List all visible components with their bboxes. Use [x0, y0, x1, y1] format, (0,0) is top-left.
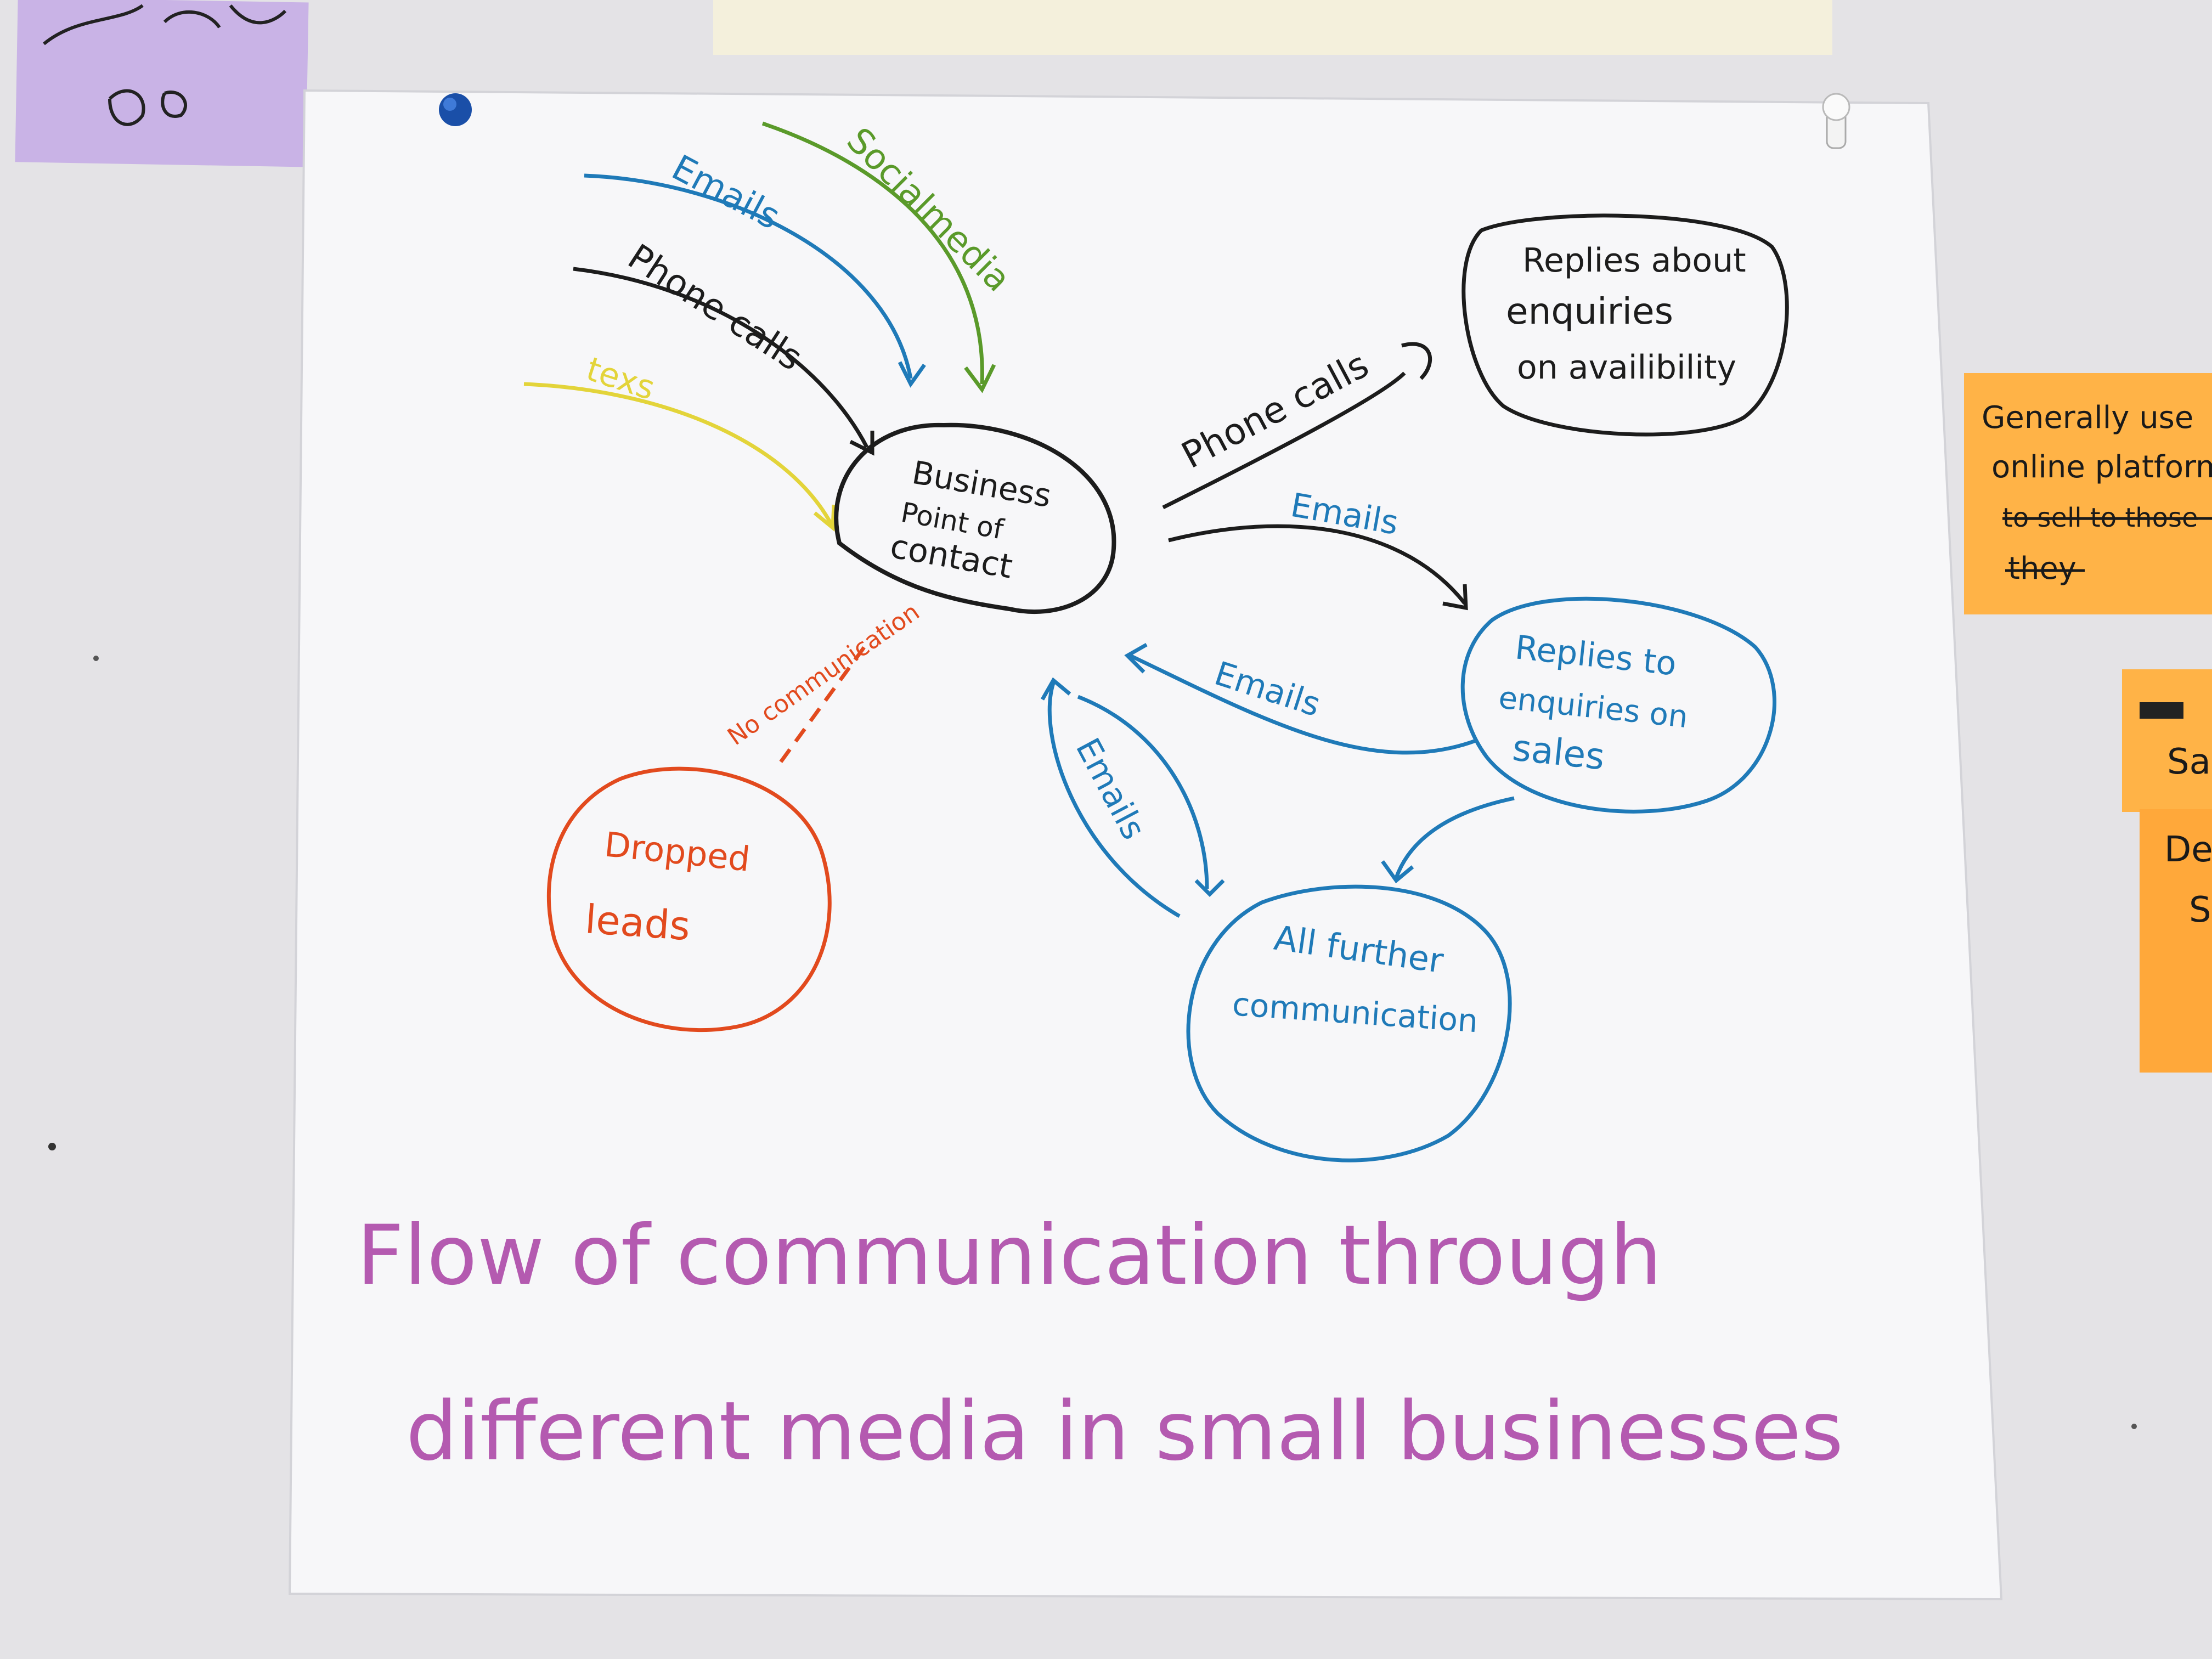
availability-line1: Replies about	[1522, 241, 1746, 280]
sales-to-further-arrow	[1381, 796, 1515, 884]
sales-line3: sales	[1510, 726, 1606, 778]
wall-dot	[48, 1143, 56, 1150]
further-communication-node	[1186, 884, 1512, 1163]
lower-note-c: S	[2189, 890, 2211, 930]
emails-out-arrow	[1168, 524, 1468, 611]
phone-calls-out-arrow	[1162, 342, 1432, 510]
poster-above	[713, 0, 1832, 55]
emails-in-arrow	[584, 173, 926, 388]
emails-loop-arrows	[1040, 677, 1225, 918]
business-point-of-contact-node	[834, 422, 1116, 614]
lower-note-a: Sa	[2167, 742, 2211, 782]
purple-sticky-note	[15, 0, 309, 167]
texts-arrow	[523, 382, 836, 532]
emails-back-arrow	[1124, 642, 1477, 755]
orange-note-line2: online platform	[1991, 449, 2212, 485]
orange-sticky-note: Generally use online platform to sell to…	[1964, 373, 2212, 614]
availability-node	[1462, 213, 1789, 437]
white-pushpin-icon	[1822, 93, 1850, 149]
blue-pushpin-icon	[439, 93, 472, 126]
orange-note-line4: they	[2008, 551, 2076, 586]
lower-note-b: De	[2164, 830, 2212, 870]
diagram-title-line2: different media in small businesses	[406, 1384, 1843, 1479]
diagram-title-line1: Flow of communication through	[357, 1208, 1662, 1304]
phone-calls-in-arrow	[573, 267, 874, 456]
availability-line2: enquiries	[1506, 290, 1673, 332]
availability-line3: on availibility	[1517, 348, 1736, 387]
orange-note-line1: Generally use	[1982, 400, 2193, 436]
paper-sheet	[288, 89, 2003, 1601]
dropped-leads-node	[546, 766, 832, 1032]
wall-dot	[2131, 1424, 2137, 1429]
social-media-arrow	[761, 121, 996, 393]
wall-dot	[93, 656, 99, 661]
dropped-line2: leads	[584, 896, 692, 949]
sales-node	[1460, 596, 1776, 814]
lower-sticky-notes: Sa De S	[2122, 669, 2212, 1073]
